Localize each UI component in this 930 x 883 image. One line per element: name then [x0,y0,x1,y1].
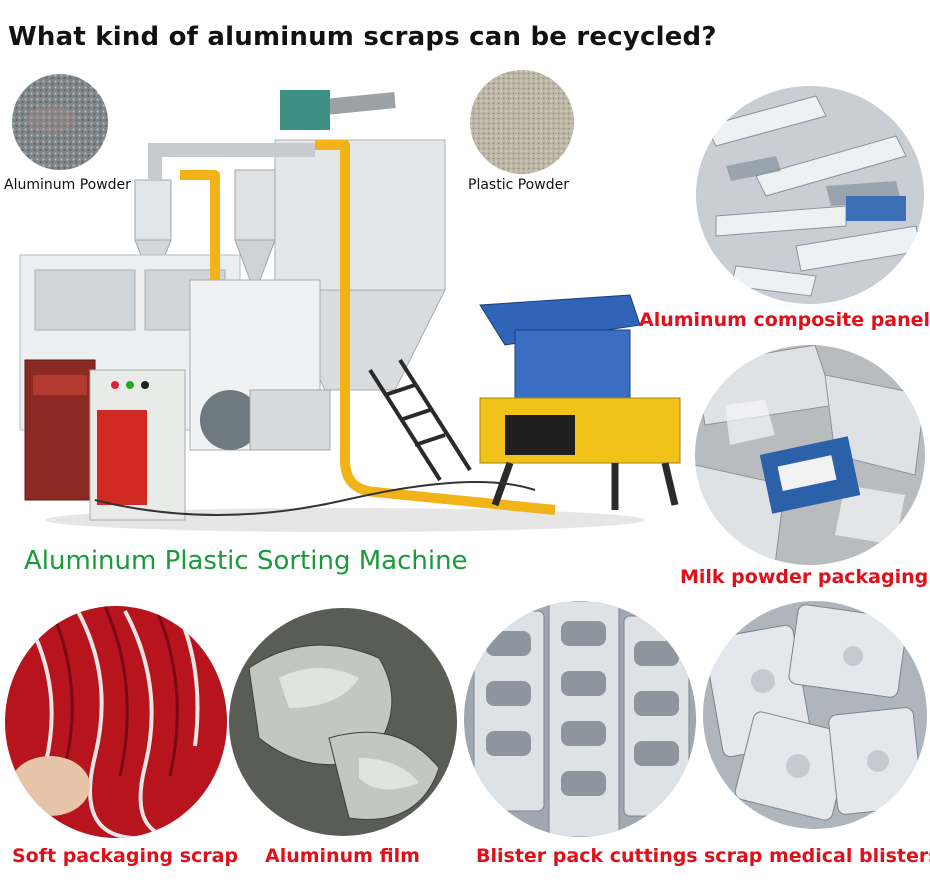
milk-powder-packaging-image [695,345,925,565]
blister-pack-cuttings-label: Blister pack cuttings [476,845,698,867]
aluminum-film-image [229,608,457,836]
milk-powder-packaging-label: Milk powder packaging [680,566,929,588]
scrap-medical-blisters-label: scrap medical blisters [704,845,930,867]
sorting-machine-illustration [19,90,681,532]
aluminum-powder-label: Aluminum Powder [4,177,131,193]
machine-title: Aluminum Plastic Sorting Machine [24,546,468,576]
scrap-medical-blisters-image [703,601,927,829]
page-title: What kind of aluminum scraps can be recy… [8,22,717,52]
aluminum-film-label: Aluminum film [265,845,420,867]
soft-packaging-scrap-label: Soft packaging scrap [12,845,239,867]
blister-pack-cuttings-image [464,601,696,837]
aluminum-composite-panel-image [696,86,924,304]
aluminum-powder-image [12,74,108,170]
aluminum-composite-panel-label: Aluminum composite panel [639,309,930,331]
soft-packaging-scrap-image [5,606,227,838]
plastic-powder-label: Plastic Powder [468,177,569,193]
plastic-powder-image [470,70,574,174]
